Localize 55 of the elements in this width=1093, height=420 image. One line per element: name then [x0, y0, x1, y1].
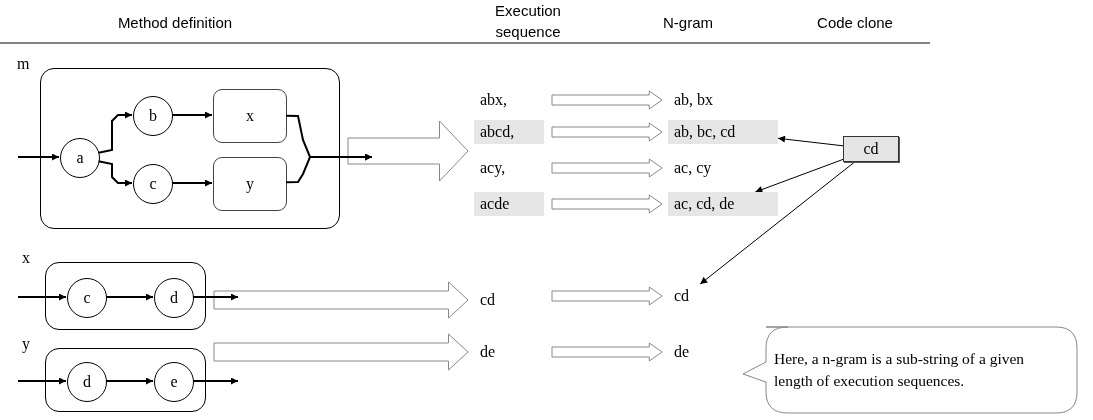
arrow [17, 377, 67, 385]
ngram-text: ab, bx [668, 88, 778, 112]
arrow [754, 158, 844, 193]
hollow-arrow [347, 120, 469, 182]
node-circle: c [67, 278, 107, 318]
node-circle: b [133, 96, 173, 136]
hollow-arrow [551, 342, 663, 362]
arrow [699, 161, 856, 285]
arrow [171, 111, 213, 119]
hollow-arrow [551, 122, 663, 142]
speech-bubble [742, 326, 1078, 414]
process-box: x [213, 89, 287, 143]
node-circle: e [154, 362, 194, 402]
column-heading: Method definition [116, 13, 234, 33]
node-circle: a [60, 138, 100, 178]
process-box: y [213, 157, 287, 211]
arrow [17, 293, 67, 301]
node-circle: c [133, 164, 173, 204]
group-title: x [22, 249, 30, 267]
ngram-text: de [668, 340, 702, 364]
arrow [285, 153, 373, 184]
code-clone-box: cd [843, 136, 899, 162]
sequence-text: acy, [474, 156, 544, 180]
ngram-text: ab, bc, cd [668, 120, 778, 144]
arrow [192, 293, 239, 301]
group-title: m [17, 55, 30, 73]
arrow [17, 153, 60, 161]
arrow [105, 293, 154, 301]
sequence-text: acde [474, 192, 544, 216]
arrow [97, 160, 133, 187]
hollow-arrow [551, 158, 663, 178]
ngram-text: cd [668, 284, 702, 308]
group-title: y [22, 335, 30, 353]
hollow-arrow [213, 333, 469, 371]
node-circle: d [154, 278, 194, 318]
arrow [97, 111, 133, 154]
arrow [171, 179, 213, 187]
callout-text: Here, a n-gram is a sub-string of a given length of execution sequences. [773, 349, 1026, 391]
hollow-arrow [213, 281, 469, 319]
column-heading: Execution sequence [494, 1, 562, 42]
hollow-arrow [551, 286, 663, 306]
sequence-text: cd [474, 288, 544, 312]
sequence-text: abx, [474, 88, 544, 112]
column-heading: N-gram [662, 13, 714, 33]
arrow [105, 377, 154, 385]
hollow-arrow [551, 194, 663, 214]
ngram-text: ac, cd, de [668, 192, 778, 216]
node-circle: d [67, 362, 107, 402]
arrow [192, 377, 239, 385]
ngram-text: ac, cy [668, 156, 778, 180]
sequence-text: abcd, [474, 120, 544, 144]
arrow [777, 135, 844, 147]
sequence-text: de [474, 340, 544, 364]
hollow-arrow [551, 90, 663, 110]
column-heading: Code clone [816, 13, 894, 33]
